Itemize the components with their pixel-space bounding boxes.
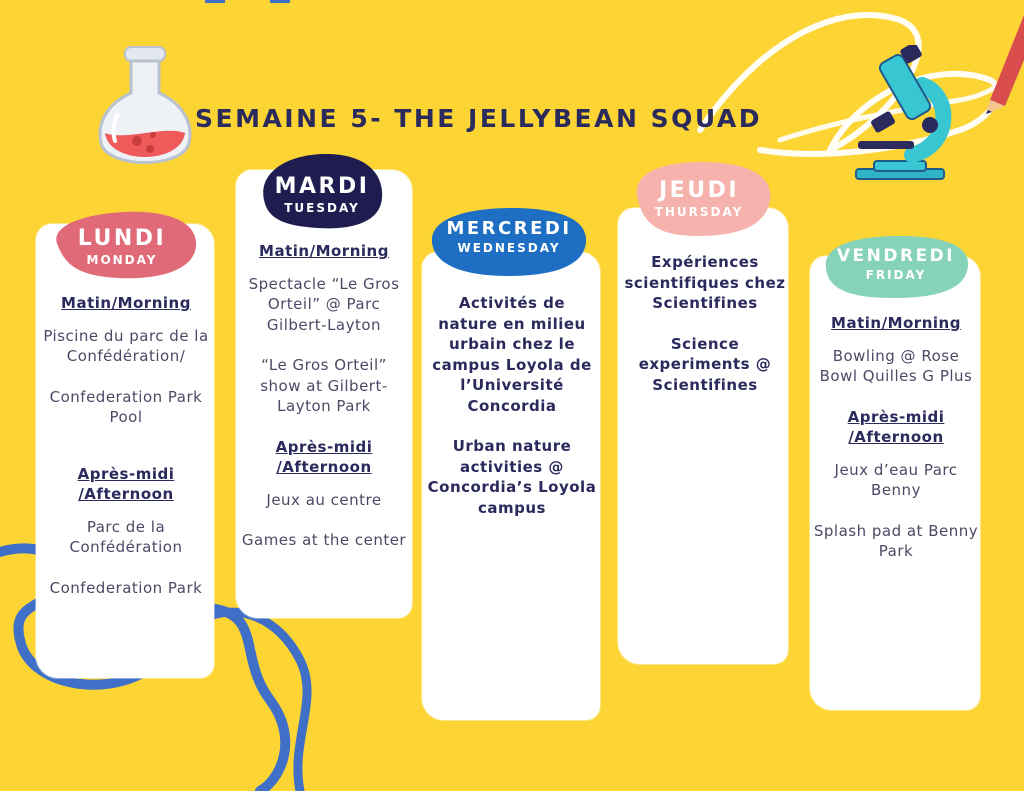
morning-activity-fr: Spectacle “Le Gros Orteil” @ Parc Gilber…: [248, 274, 400, 334]
morning-label: Matin/Morning: [259, 242, 389, 260]
day-content-wednesday: Activités de nature en milieu urbain che…: [427, 293, 597, 538]
day-name-en: WEDNESDAY: [457, 241, 561, 255]
day-card-thursday: [618, 208, 788, 664]
day-header-monday: LUNDI MONDAY: [44, 206, 200, 284]
morning-label: Matin/Morning: [61, 294, 191, 312]
blue-squiggle-decoration-2: [195, 607, 312, 791]
day-content-friday: Matin/Morning Bowling @ Rose Bowl Quille…: [813, 313, 979, 582]
day-name-fr: MARDI: [274, 174, 370, 199]
morning-activity-fr: Piscine du parc de la Confédération/: [43, 326, 209, 366]
afternoon-activity-en: Games at the center: [241, 531, 407, 549]
day-card-wednesday: [422, 252, 600, 720]
morning-activity-en: Confederation Park Pool: [49, 387, 203, 427]
afternoon-activity-fr: Parc de la Confédération: [69, 517, 183, 557]
microscope-icon: [855, 45, 952, 180]
day-header-wednesday: MERCREDI WEDNESDAY: [428, 206, 590, 278]
activity-en: Urban nature activities @ Concordia’s Lo…: [427, 437, 597, 517]
day-header-tuesday: MARDI TUESDAY: [258, 152, 386, 230]
day-name-en: MONDAY: [86, 253, 158, 267]
day-content-tuesday: Matin/Morning Spectacle “Le Gros Orteil”…: [241, 241, 407, 571]
day-header-friday: VENDREDI FRIDAY: [820, 234, 972, 300]
afternoon-activity-en: Splash pad at Benny Park: [813, 521, 979, 561]
afternoon-label: Après-midi /Afternoon: [77, 464, 175, 504]
activity-fr: Expériences scientifiques chez Scientifi…: [624, 253, 786, 312]
activity-en: Science experiments @ Scientifines: [638, 334, 772, 394]
day-header-thursday: JEUDI THURSDAY: [624, 160, 774, 238]
day-name-fr: LUNDI: [77, 226, 167, 251]
morning-label: Matin/Morning: [831, 314, 961, 332]
morning-activity-fr: Bowling @ Rose Bowl Quilles G Plus: [819, 346, 973, 386]
day-name-fr: JEUDI: [658, 178, 740, 203]
afternoon-activity-fr: Jeux d’eau Parc Benny: [834, 460, 958, 500]
afternoon-activity-en: Confederation Park: [49, 578, 203, 597]
day-content-monday: Matin/Morning Piscine du parc de la Conf…: [42, 293, 210, 618]
day-card-tuesday: [236, 170, 412, 618]
day-name-en: FRIDAY: [865, 268, 927, 282]
afternoon-label: Après-midi /Afternoon: [847, 407, 945, 447]
pencil-icon: [986, 15, 1024, 114]
activity-fr: Activités de nature en milieu urbain che…: [432, 294, 592, 415]
afternoon-activity-fr: Jeux au centre: [266, 490, 382, 509]
afternoon-label: Après-midi /Afternoon: [275, 437, 373, 477]
day-card-monday: [36, 224, 214, 678]
day-name-en: THURSDAY: [654, 205, 744, 219]
day-card-friday: [810, 256, 980, 710]
day-name-fr: VENDREDI: [836, 246, 956, 266]
morning-activity-en: “Le Gros Orteil” show at Gilbert-Layton …: [260, 356, 388, 415]
day-name-en: TUESDAY: [284, 201, 360, 215]
flask-icon: [98, 46, 192, 164]
page-title: SEMAINE 5- THE JELLYBEAN SQUAD: [195, 104, 762, 133]
day-content-thursday: Expériences scientifiques chez Scientifi…: [620, 252, 790, 415]
white-scribble-decoration: [697, 11, 1001, 157]
day-name-fr: MERCREDI: [446, 218, 572, 239]
